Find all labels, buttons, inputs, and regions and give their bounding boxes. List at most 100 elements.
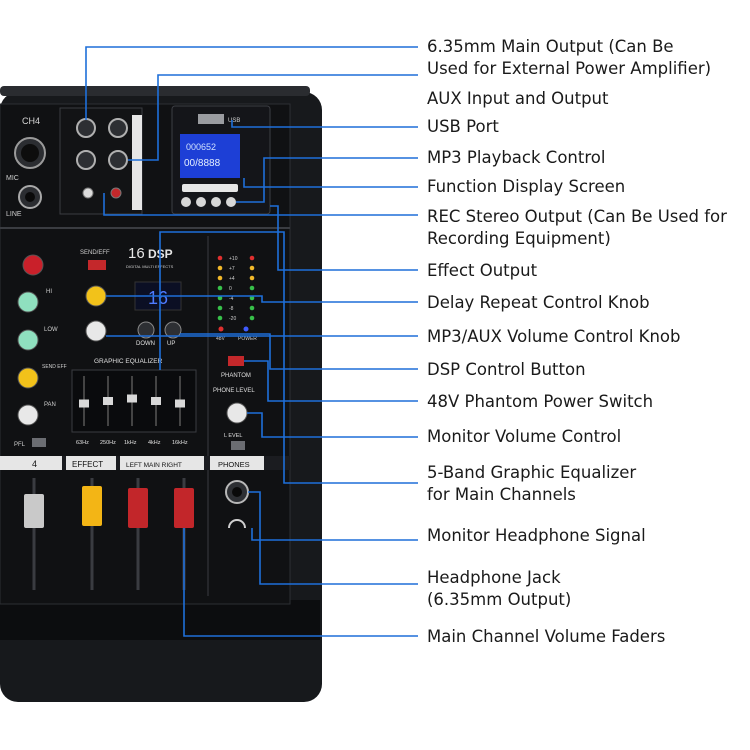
strip-effect: EFFECT (72, 460, 103, 469)
meter-label: +7 (229, 266, 235, 272)
rec-output-jack-white[interactable] (82, 187, 94, 199)
trim-knob[interactable] (22, 254, 44, 276)
rec-output-jack-red[interactable] (110, 187, 122, 199)
strip-phones: PHONES (218, 460, 250, 469)
mp3-prev-button[interactable] (181, 197, 191, 207)
meter-led (217, 285, 223, 291)
meter-led (217, 315, 223, 321)
strip-channel-4: 4 (32, 459, 37, 469)
graphic-eq-title: GRAPHIC EQUALIZER (94, 358, 163, 365)
effect-fader[interactable] (82, 486, 102, 526)
callout-line: 6.35mm Main Output (Can Be (427, 37, 674, 56)
eq-slider-4khz[interactable] (151, 397, 161, 405)
strip-main-bg (120, 456, 204, 470)
callout-line: for Main Channels (427, 485, 576, 504)
monitor-volume-knob[interactable] (226, 402, 248, 424)
mp3-next-button[interactable] (211, 197, 221, 207)
mp3-mode-button[interactable] (226, 197, 236, 207)
callout-line: DSP Control Button (427, 360, 586, 379)
eq-band-label: 63Hz (76, 440, 89, 446)
leader-rec (103, 193, 418, 216)
callout-line: USB Port (427, 117, 499, 136)
power-led (243, 326, 249, 332)
meter-label: 0 (229, 286, 232, 292)
callout-label: Headphone Jack (6.35mm Output) (427, 567, 571, 611)
up-label: UP (167, 341, 175, 347)
meter-label: -20 (229, 316, 236, 322)
callout-line: Headphone Jack (427, 568, 561, 587)
meter-led (217, 275, 223, 281)
ch4-fader[interactable] (24, 494, 44, 528)
strip-effect-bg (66, 456, 116, 470)
eq-slider-250hz[interactable] (103, 397, 113, 405)
mp3-brand-strip (182, 184, 238, 192)
send-eff-label: SEND/EFF (80, 250, 110, 256)
eq-band-label: 4kHz (148, 440, 161, 446)
callout-label: Function Display Screen (427, 176, 625, 198)
callout-line: MP3 Playback Control (427, 148, 606, 167)
aux-jack-right[interactable] (108, 150, 128, 170)
callout-line: Function Display Screen (427, 177, 626, 196)
master-section: +10+7+40-4-8-20 48V POWER PHANTOM PHONE … (207, 236, 257, 596)
mp3-module: USB 000652 00/8888 (171, 105, 271, 215)
lcd-line2: 00/8888 (184, 158, 221, 169)
meter-led (217, 305, 223, 311)
callout-line: (6.35mm Output) (427, 590, 572, 609)
down-label: DOWN (136, 341, 155, 347)
delay-repeat-knob[interactable] (85, 285, 107, 307)
leader-display (243, 178, 418, 188)
lcd-line1: 000652 (186, 142, 216, 152)
monitor-select-button[interactable] (231, 441, 245, 450)
usb-label: USB (228, 118, 240, 124)
strip-main: LEFT MAIN RIGHT (126, 462, 182, 469)
callout-line: Monitor Headphone Signal (427, 526, 646, 545)
meter-led (249, 295, 255, 301)
mp3-aux-volume-knob[interactable] (85, 320, 107, 342)
main-output-jack-right[interactable] (108, 118, 128, 138)
low-eq-knob[interactable] (17, 329, 39, 351)
dsp-down-button[interactable] (137, 321, 155, 339)
mic-label: MIC (6, 175, 19, 182)
usb-port[interactable] (198, 114, 224, 124)
leader-usb (231, 120, 418, 128)
leader-graphic-eq (159, 231, 418, 484)
pfl-button[interactable] (32, 438, 46, 447)
send-eff-knob-label: SEND EFF (42, 364, 67, 370)
phantom-label: PHANTOM (221, 373, 251, 379)
callout-label: MP3 Playback Control (427, 147, 605, 169)
meter-led (249, 275, 255, 281)
meter-led (249, 285, 255, 291)
dsp-brand-sub: DIGITAL MULTI EFFECTS (126, 264, 174, 269)
callout-line: Monitor Volume Control (427, 427, 622, 446)
callout-label: 6.35mm Main Output (Can Be Used for Exter… (427, 36, 711, 80)
eq-slider-63hz[interactable] (79, 399, 89, 408)
send-eff-knob[interactable] (17, 367, 39, 389)
leader-mp3-playback (236, 157, 418, 203)
main-right-fader[interactable] (174, 488, 194, 528)
phantom-power-switch[interactable] (228, 356, 244, 366)
mp3-play-button[interactable] (196, 197, 206, 207)
callout-label: Effect Output (427, 260, 537, 282)
pan-knob[interactable] (17, 404, 39, 426)
leader-delay-repeat (106, 295, 418, 303)
callout-line: Used for External Power Amplifier) (427, 59, 712, 78)
hi-eq-knob[interactable] (17, 291, 39, 313)
main-left-fader[interactable] (128, 488, 148, 528)
xlr-mic-jack-core (21, 144, 39, 162)
main-output-jack-left[interactable] (76, 118, 96, 138)
dsp-brand-big: 16 (128, 245, 145, 262)
callout-label: USB Port (427, 116, 499, 138)
leader-headphone-signal (251, 528, 418, 541)
send-eff-button[interactable] (88, 260, 106, 270)
callout-line: 48V Phantom Power Switch (427, 392, 654, 411)
jack-panel (59, 107, 143, 215)
eq-slider-1khz[interactable] (127, 394, 137, 403)
dsp-up-button[interactable] (164, 321, 182, 339)
aux-jack-left[interactable] (76, 150, 96, 170)
eq-slider-16khz[interactable] (175, 399, 185, 408)
ch4-input-section: CH4 MIC LINE (6, 116, 46, 218)
